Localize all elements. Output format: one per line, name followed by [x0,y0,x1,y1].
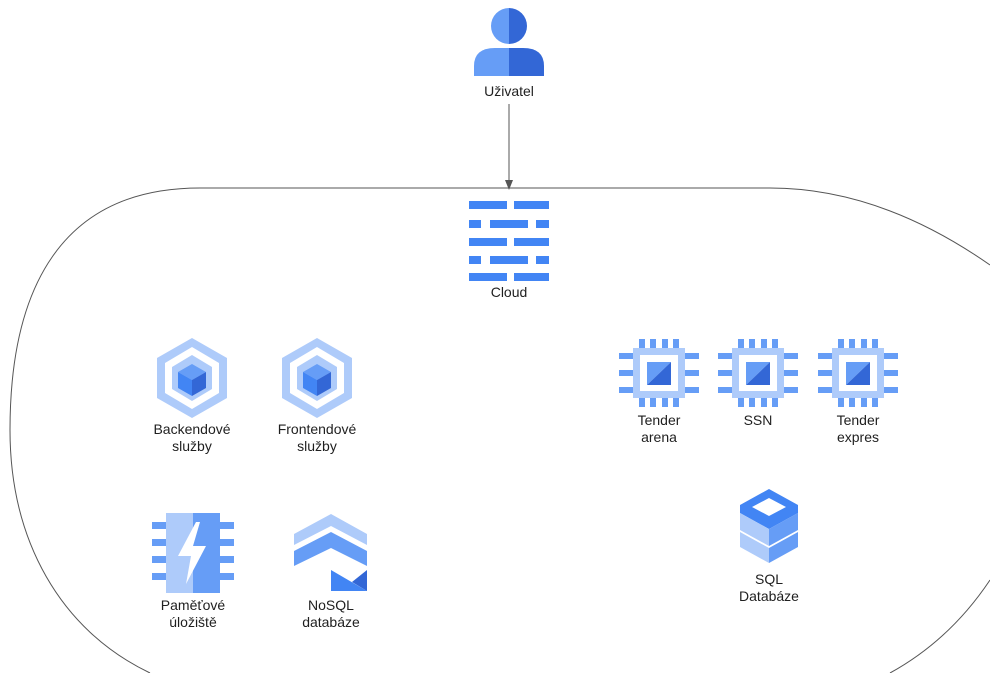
tender-arena-label-line1: Tender [637,412,681,428]
backend-services-label: Backendové služby [132,421,252,455]
tender-expres-label: Tender expres [808,412,908,446]
user-icon [474,8,544,76]
user-label: Uživatel [459,83,559,100]
cloud-boundary-right [889,579,990,673]
tender-arena-label: Tender arena [609,412,709,446]
compute-engine-icon [818,339,898,407]
cloud-label: Cloud [459,284,559,301]
kubernetes-engine-icon [157,338,227,418]
tender-expres-label-line1: Tender [836,412,880,428]
frontend-services-label: Frontendové služby [257,421,377,455]
memory-storage-label-line2: úložiště [169,614,217,630]
ssn-label-line1: SSN [743,412,773,428]
sql-database-label-line1: SQL [754,571,783,587]
sql-database-label-line2: Databáze [739,588,799,604]
ssn-label: SSN [708,412,808,429]
cloud-boundary [9,187,990,673]
backend-services-label-line2: služby [172,438,212,454]
nosql-database-label-line1: NoSQL [308,597,354,613]
memorystore-icon [152,513,234,593]
cloud-sql-icon [740,489,798,563]
nosql-database-label: NoSQL databáze [271,597,391,631]
firestore-icon [294,514,367,591]
tender-expres-label-line2: expres [836,429,880,445]
frontend-services-label-line2: služby [297,438,337,454]
tender-arena-label-line2: arena [641,429,677,445]
compute-engine-icon [718,339,798,407]
frontend-services-label-line1: Frontendové [277,421,357,437]
nosql-database-label-line2: databáze [302,614,360,630]
cloud-network-icon [469,201,549,281]
user-label-text: Uživatel [484,83,534,99]
sql-database-label: SQL Databáze [719,571,819,605]
compute-engine-icon [619,339,699,407]
cloud-label-text: Cloud [490,284,528,300]
backend-services-label-line1: Backendové [153,421,231,437]
memory-storage-label: Paměťové úložiště [133,597,253,631]
memory-storage-label-line1: Paměťové [160,597,226,613]
kubernetes-engine-icon [282,338,352,418]
